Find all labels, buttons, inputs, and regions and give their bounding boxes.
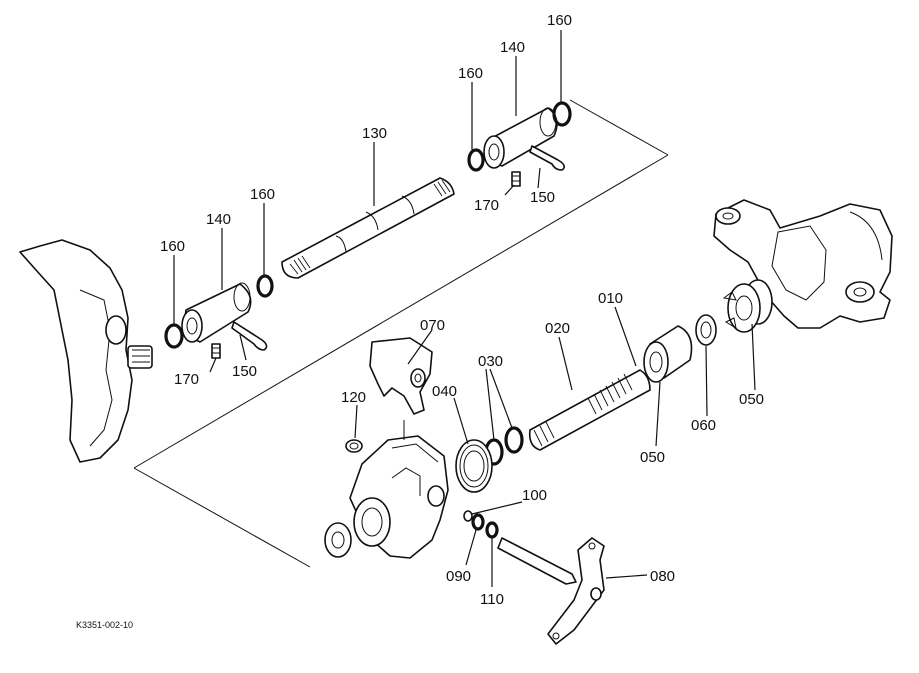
label-150-top: 150 bbox=[530, 189, 555, 206]
label-130: 130 bbox=[362, 125, 387, 142]
upper-pipe-140 bbox=[483, 107, 558, 169]
part-labels: 160 140 160 130 170 150 160 140 160 170 … bbox=[76, 12, 764, 630]
label-100: 100 bbox=[522, 487, 547, 504]
label-050-right: 050 bbox=[739, 391, 764, 408]
label-020: 020 bbox=[545, 320, 570, 337]
left-housing bbox=[19, 239, 153, 463]
assembly-plane-outline bbox=[133, 99, 669, 568]
ring-110 bbox=[485, 521, 499, 539]
left-pipe-140 bbox=[181, 282, 252, 343]
label-060: 060 bbox=[691, 417, 716, 434]
label-110: 110 bbox=[480, 591, 504, 608]
label-170-top: 170 bbox=[474, 197, 499, 214]
label-140-left: 140 bbox=[206, 211, 231, 228]
label-160-left-a: 160 bbox=[160, 238, 185, 255]
right-housing bbox=[713, 199, 893, 329]
label-030: 030 bbox=[478, 353, 503, 370]
cotter-pin-150-left bbox=[231, 321, 268, 351]
snap-ring-030-a bbox=[504, 426, 524, 454]
label-080: 080 bbox=[650, 568, 675, 585]
gearbox-housing bbox=[349, 420, 449, 559]
cotter-pin-150-top bbox=[529, 145, 566, 171]
o-ring-160-left-a bbox=[164, 323, 184, 349]
o-ring-160-mid bbox=[467, 148, 485, 172]
leader-lines bbox=[173, 30, 756, 587]
label-120: 120 bbox=[341, 389, 366, 406]
oil-seal-left bbox=[324, 522, 352, 558]
o-ring-160-top bbox=[552, 101, 572, 127]
grease-nipple-170-left bbox=[211, 343, 221, 359]
shift-fork-070 bbox=[369, 337, 433, 415]
figure-code: K3351-002-10 bbox=[76, 620, 133, 630]
shaft-130 bbox=[281, 177, 455, 279]
label-170-left: 170 bbox=[174, 371, 199, 388]
label-070: 070 bbox=[420, 317, 445, 334]
label-010: 010 bbox=[598, 290, 623, 307]
shift-lever-080 bbox=[497, 537, 605, 645]
label-150-left: 150 bbox=[232, 363, 257, 380]
label-160-mid: 160 bbox=[458, 65, 483, 82]
plug-120 bbox=[345, 439, 363, 453]
label-160-top: 160 bbox=[547, 12, 572, 29]
label-050-mid: 050 bbox=[640, 449, 665, 466]
ring-060 bbox=[695, 314, 717, 346]
part-050-right bbox=[722, 279, 773, 333]
label-140-top: 140 bbox=[500, 39, 525, 56]
o-ring-160-left-b bbox=[256, 274, 274, 298]
bearing-040 bbox=[455, 439, 493, 493]
shaft-020 bbox=[528, 369, 651, 451]
part-050-mid bbox=[643, 325, 693, 383]
grease-nipple-170-top bbox=[511, 171, 521, 187]
label-160-left-b: 160 bbox=[250, 186, 275, 203]
ring-090 bbox=[471, 513, 485, 531]
ring-100 bbox=[463, 510, 473, 522]
label-040: 040 bbox=[432, 383, 457, 400]
label-090: 090 bbox=[446, 568, 471, 585]
